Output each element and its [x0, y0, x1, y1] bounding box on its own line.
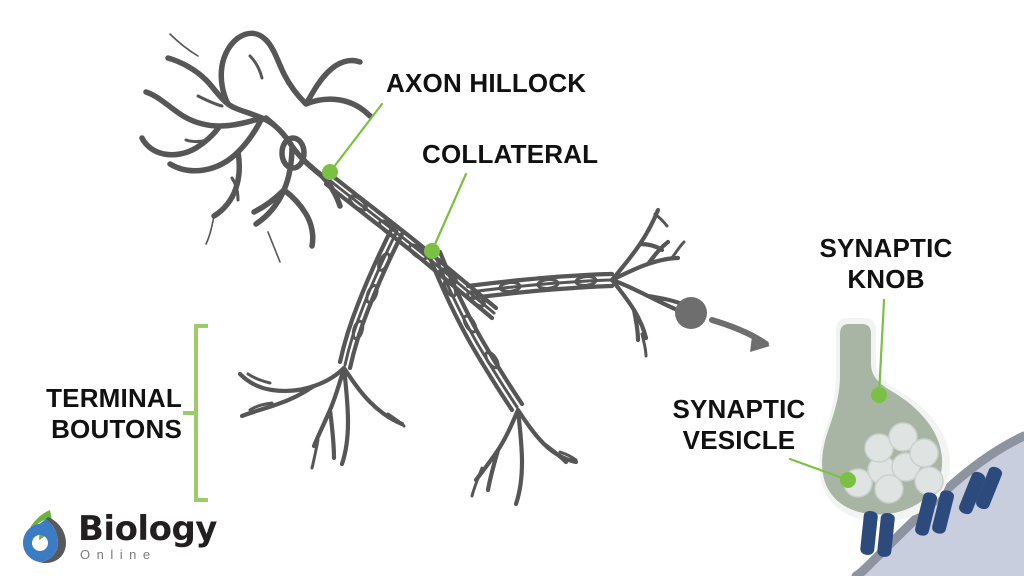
- receptor-protein: [932, 490, 955, 534]
- biology-online-logo: Biology Online: [20, 503, 220, 569]
- logo-text-block: Biology Online: [78, 512, 217, 561]
- synaptic-knob-group: [819, 318, 951, 522]
- axon-branch-left-core: [343, 229, 399, 367]
- myelin-nodes-right: [498, 275, 598, 293]
- callout-dot: [840, 472, 856, 488]
- logo-b-blue-shape: [23, 519, 58, 563]
- callout-dot: [322, 164, 338, 180]
- synaptic-vesicle: [864, 433, 894, 463]
- receptor-protein: [976, 466, 1003, 510]
- logo-mark-icon: [23, 510, 66, 563]
- axon-branch-left-edge2: [347, 231, 405, 371]
- axon-main-upper-edge: [327, 171, 499, 311]
- logo-wordmark: Biology: [78, 508, 217, 549]
- terminal-arbor-left: [237, 365, 406, 470]
- dendrite-hair-lower: [205, 215, 215, 245]
- axon-branch-down-edge2: [437, 249, 525, 407]
- receptors-group: [860, 466, 1003, 557]
- callout-leader-line: [788, 457, 850, 482]
- callout-leader-line: [328, 102, 384, 174]
- postsynaptic-membrane: [851, 431, 1024, 576]
- callout-leader-line: [877, 298, 886, 397]
- logo-b-dark-shape: [40, 517, 66, 563]
- terminal-boutons-bracket: [194, 324, 208, 502]
- bouton-circle: [675, 297, 707, 329]
- callout-leader-line: [430, 172, 468, 253]
- synaptic-vesicle: [914, 466, 944, 496]
- myelin-nodes-down-branch: [442, 278, 500, 370]
- logo-subtitle: Online: [80, 546, 157, 562]
- myelin-nodes-left-branch: [351, 252, 391, 341]
- soma-group: [139, 30, 373, 263]
- axon-right-edge-top: [465, 271, 615, 289]
- nucleus: [279, 135, 307, 171]
- dendrite-hair-left: [169, 33, 199, 57]
- receptor-protein: [915, 492, 938, 536]
- synaptic-vesicle: [909, 438, 939, 468]
- callout-dot: [871, 387, 887, 403]
- transmission-arrow: [709, 317, 770, 352]
- callouts-group: [183, 102, 887, 502]
- receptor-protein: [877, 513, 895, 557]
- receptor-protein: [959, 471, 986, 515]
- axon-branch-left-edge: [337, 225, 395, 365]
- axon-main-core: [326, 177, 496, 315]
- axon-right-edge-bottom: [469, 283, 615, 301]
- terminal-arbor-right: [609, 207, 694, 358]
- axon-group: [323, 171, 615, 413]
- axon-branch-down-edge: [427, 255, 515, 413]
- callout-dot: [424, 243, 440, 259]
- soma-inner-detail: [184, 54, 264, 202]
- dendrite-hair-bottom: [267, 231, 281, 263]
- synaptic-vesicle: [888, 422, 918, 452]
- axon-right-core: [468, 278, 614, 294]
- receptor-protein: [860, 511, 878, 555]
- synaptic-vesicle: [874, 474, 904, 504]
- terminal-arbor-lower: [470, 407, 579, 507]
